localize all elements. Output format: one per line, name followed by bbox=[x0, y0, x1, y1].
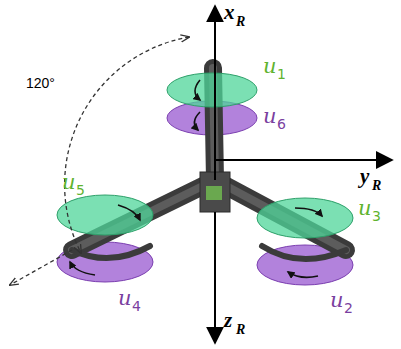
axis-subscript: R bbox=[236, 323, 245, 337]
rotor-index: 6 bbox=[277, 117, 286, 131]
upper-rotors bbox=[57, 73, 353, 238]
rotor-input-label: u bbox=[263, 56, 277, 77]
rotor-input-label: u bbox=[263, 106, 277, 127]
rotor-input-label: u bbox=[330, 290, 344, 311]
axis-label: x bbox=[224, 2, 235, 23]
rotor-index: 3 bbox=[372, 209, 381, 223]
rotation-arrows bbox=[70, 80, 322, 277]
rotor-input-label: u bbox=[118, 288, 132, 309]
axis-label: y bbox=[360, 166, 369, 187]
rotor-index: 1 bbox=[277, 67, 286, 81]
lower-rotors bbox=[57, 101, 353, 285]
rotor-index: 4 bbox=[132, 299, 141, 313]
angle-marker bbox=[10, 37, 189, 285]
rotor-input-label: u bbox=[62, 172, 76, 193]
axis-subscript: R bbox=[372, 179, 381, 193]
axis-subscript: R bbox=[236, 15, 245, 29]
rotor-index: 5 bbox=[76, 183, 85, 197]
axes bbox=[215, 6, 392, 343]
rotor-input-label: u bbox=[358, 198, 372, 219]
angle-label: 120° bbox=[26, 76, 55, 90]
axis-label: z bbox=[224, 310, 232, 331]
rotor-index: 2 bbox=[344, 301, 353, 315]
